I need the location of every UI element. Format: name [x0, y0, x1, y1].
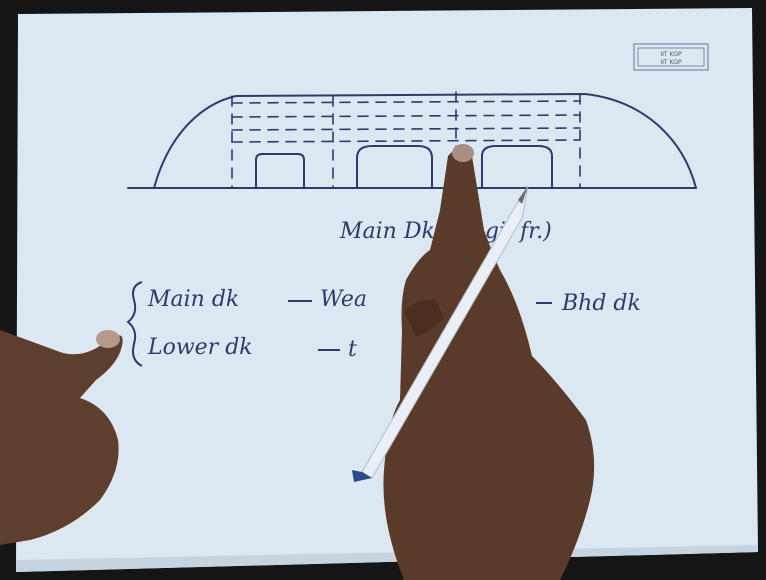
- right-fingernail: [452, 144, 474, 162]
- note-wea: Wea: [320, 287, 367, 312]
- note-main-dk: Main dk: [147, 287, 239, 312]
- opening-middle: [356, 145, 433, 189]
- logo-text-2: IIT KGP: [660, 59, 682, 66]
- deck-cross-section-drawing: [127, 91, 697, 189]
- opening-left: [255, 153, 305, 189]
- left-fingernail: [96, 330, 120, 348]
- left-hull-curve: [153, 92, 697, 189]
- pen-cap: [352, 470, 372, 482]
- pen: [352, 185, 529, 482]
- iit-kgp-logo: IIT KGP IIT KGP: [633, 43, 709, 71]
- note-lower-dk: Lower dk: [147, 335, 253, 360]
- notes-block: Main dk Wea Bhd dk Lower dk t: [126, 281, 641, 367]
- right-hand: [383, 144, 595, 580]
- opening-right: [481, 145, 553, 189]
- left-hand: [0, 330, 123, 545]
- note-t: t: [348, 337, 357, 362]
- dashed-deck-lines: [231, 100, 581, 143]
- left-brace: [126, 281, 143, 367]
- logo-text-1: IIT KGP: [660, 51, 682, 58]
- note-bhd-dk: Bhd dk: [561, 291, 641, 316]
